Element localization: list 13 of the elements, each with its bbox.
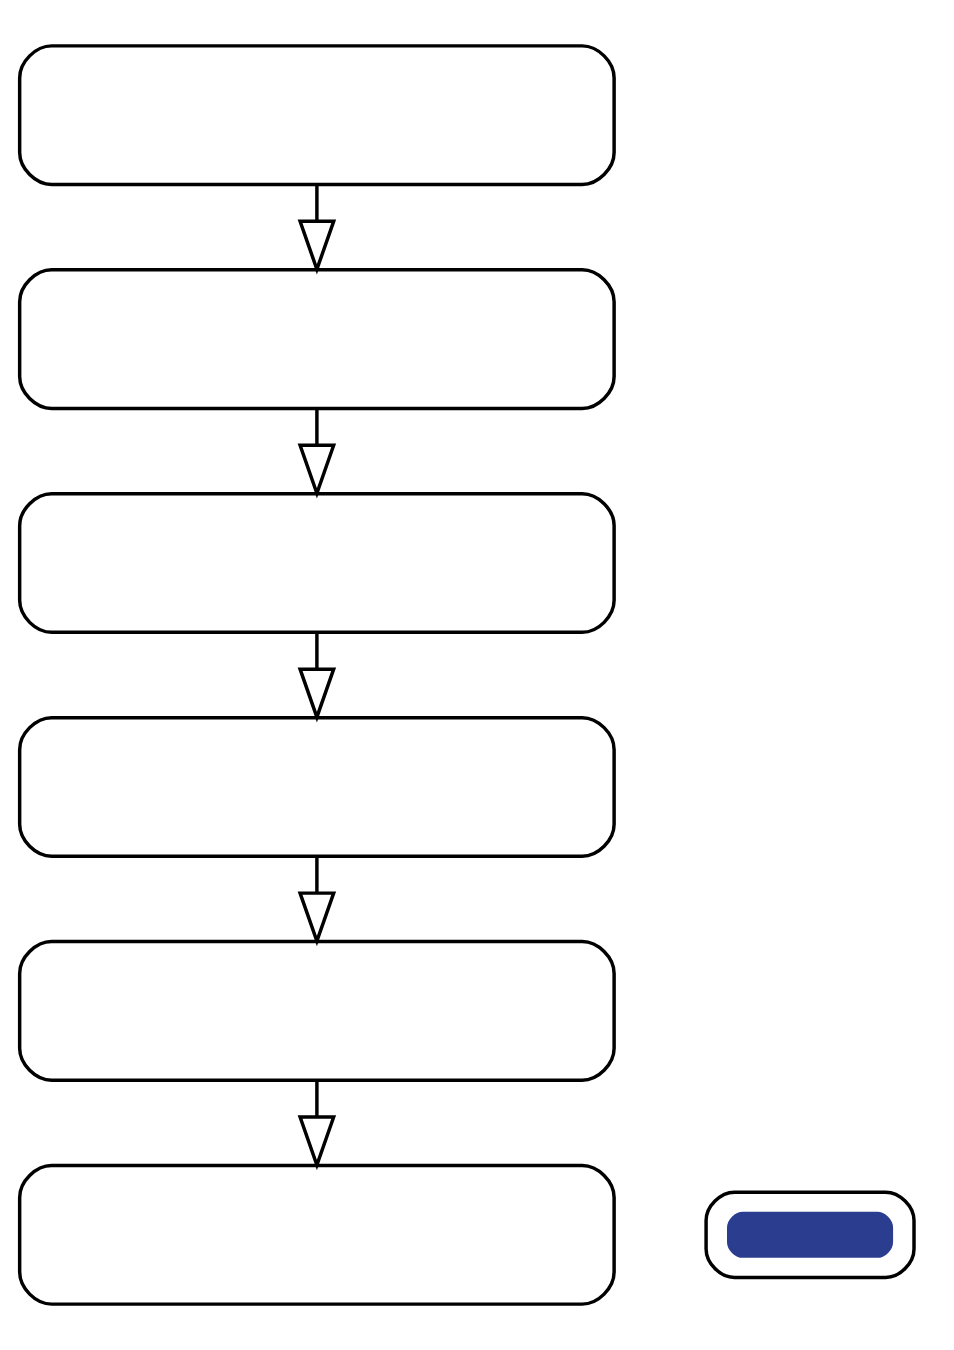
node-box	[17, 715, 616, 858]
arrow	[297, 408, 336, 499]
node-box	[17, 492, 616, 635]
node-box	[17, 939, 616, 1082]
node-box	[17, 1163, 616, 1306]
arrow	[297, 856, 336, 947]
node-bar	[726, 1211, 893, 1258]
arrow	[297, 184, 336, 275]
arrow	[297, 632, 336, 723]
arrow	[297, 1080, 336, 1171]
node-box	[17, 268, 616, 411]
node-box	[17, 44, 616, 187]
cluster	[703, 1190, 916, 1280]
